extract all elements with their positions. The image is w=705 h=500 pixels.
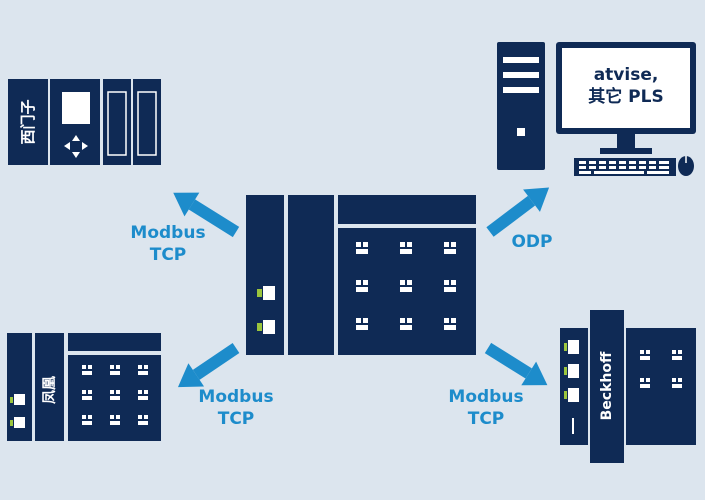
phoenix-label: 凤凰 bbox=[42, 376, 58, 404]
siemens-protocol-label: Modbus TCP bbox=[128, 222, 208, 266]
workstation-line1: atvise, bbox=[593, 65, 659, 85]
beckhoff-protocol-line2: TCP bbox=[467, 409, 505, 429]
beckhoff-plc bbox=[560, 310, 696, 463]
arrow-to-workstation bbox=[486, 187, 550, 237]
phoenix-protocol-label: Modbus TCP bbox=[196, 386, 276, 430]
beckhoff-label: Beckhoff bbox=[599, 351, 615, 421]
arrow-to-siemens bbox=[173, 192, 240, 238]
dpad-icon bbox=[64, 135, 88, 158]
workstation bbox=[497, 42, 696, 176]
siemens-plc bbox=[8, 79, 161, 165]
workstation-protocol-label: ODP bbox=[502, 231, 562, 253]
beckhoff-protocol-label: Modbus TCP bbox=[446, 386, 526, 430]
workstation-line2: 其它 PLS bbox=[588, 87, 664, 107]
phoenix-plc bbox=[7, 333, 161, 441]
workstation-screen-text: atvise, 其它 PLS bbox=[562, 64, 690, 108]
siemens-protocol-line1: Modbus bbox=[130, 223, 206, 243]
keyboard-icon bbox=[574, 158, 676, 176]
phoenix-protocol-line2: TCP bbox=[217, 409, 255, 429]
siemens-label: 西门子 bbox=[19, 99, 37, 145]
arrow-to-phoenix bbox=[177, 343, 240, 388]
central-gateway bbox=[246, 195, 476, 355]
mouse-icon bbox=[678, 156, 694, 176]
beckhoff-protocol-line1: Modbus bbox=[448, 387, 524, 407]
arrow-to-beckhoff bbox=[484, 342, 548, 386]
workstation-protocol-line1: ODP bbox=[511, 232, 553, 252]
phoenix-protocol-line1: Modbus bbox=[198, 387, 274, 407]
siemens-protocol-line2: TCP bbox=[149, 245, 187, 265]
